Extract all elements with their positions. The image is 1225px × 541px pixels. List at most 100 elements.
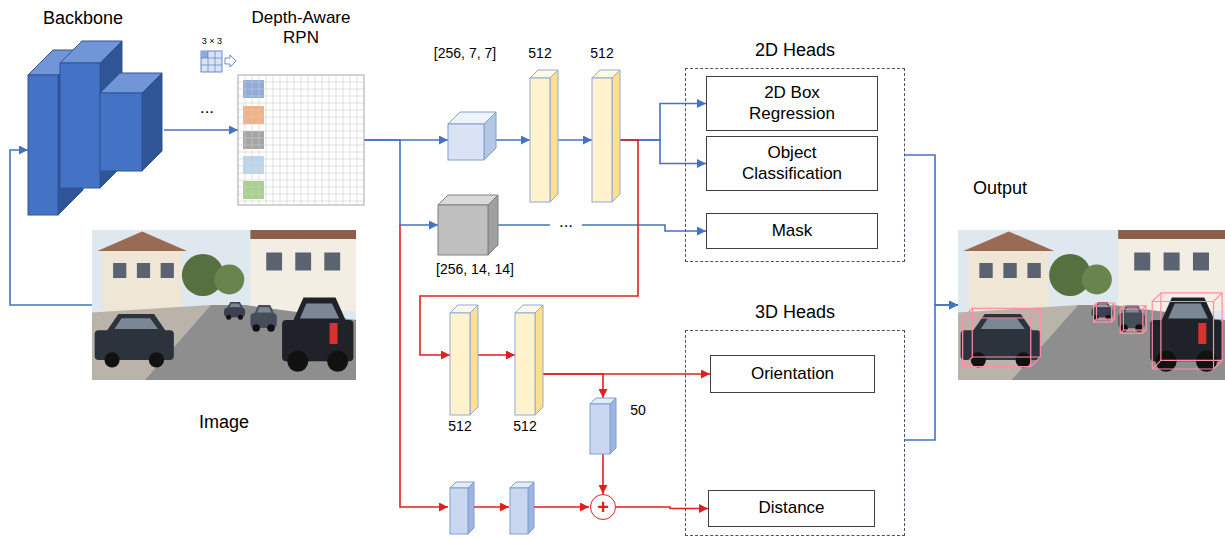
annotation-label: ...	[550, 212, 582, 232]
tail-light	[330, 323, 338, 344]
cube-front	[530, 78, 550, 202]
node-label: 2D Heads	[685, 40, 905, 62]
fc-layer: 512	[505, 298, 545, 438]
node-shape	[590, 398, 616, 454]
tree	[1082, 265, 1112, 295]
node-shape	[438, 195, 498, 255]
window	[324, 253, 340, 271]
flow-arrow	[498, 225, 706, 231]
car-window	[114, 318, 158, 329]
node-shape	[530, 70, 558, 202]
shape-art	[530, 70, 558, 202]
fc-layer: 50	[590, 398, 652, 456]
cube-side	[142, 73, 162, 171]
window	[979, 263, 992, 278]
flow-arrow	[616, 507, 708, 509]
box-text: 2D Box Regression	[727, 83, 857, 124]
shape-art	[28, 35, 164, 218]
head-box: Mask	[706, 213, 878, 249]
annotation-label: 3 × 3	[192, 36, 232, 47]
node-label: 512	[505, 418, 545, 435]
window	[113, 263, 126, 278]
car-window	[1125, 307, 1140, 312]
cube-side	[470, 305, 478, 415]
shape-art	[450, 305, 478, 415]
anchor-cell	[243, 131, 264, 149]
grid-frame	[238, 75, 364, 205]
shape-art	[515, 305, 543, 415]
anchor-cell	[243, 181, 264, 199]
anchor-cell	[243, 106, 264, 124]
roof	[250, 230, 356, 239]
window	[295, 253, 311, 271]
label-anchor: ...	[550, 212, 582, 232]
car-wheel	[149, 352, 164, 367]
cube-side	[550, 70, 558, 202]
car-wheel	[287, 351, 308, 372]
fc-layer: 512	[520, 45, 560, 205]
node-shape	[450, 305, 478, 415]
cube-side	[535, 305, 543, 415]
grid-lines	[238, 75, 364, 205]
flow-arrow	[620, 140, 706, 164]
car-window	[1168, 304, 1208, 319]
label-anchor: 3 × 3	[192, 36, 232, 47]
car-cabin	[227, 302, 243, 308]
backbone-network: Backbone	[28, 8, 188, 220]
slab-front	[510, 488, 528, 534]
fc-layer: 512	[440, 298, 480, 438]
hollow-arrow	[225, 55, 236, 67]
sky	[92, 230, 356, 380]
shape-art	[590, 398, 616, 454]
car-wheel	[267, 324, 275, 332]
flow-arrow	[620, 104, 706, 141]
head-box: Distance	[708, 490, 875, 527]
fc-layer: 512	[582, 45, 622, 205]
flow-arrow	[364, 140, 438, 225]
box-overlay	[1120, 306, 1146, 334]
car-wheel	[226, 315, 231, 320]
flow-arrow	[602, 454, 604, 494]
head-group: 3D HeadsOrientationDistance	[685, 302, 905, 538]
node-label: 512	[440, 418, 480, 435]
slab-side	[468, 482, 474, 534]
car-wheel	[105, 352, 120, 367]
cube-side	[610, 398, 616, 454]
car-wheel	[971, 352, 986, 367]
window	[1164, 253, 1180, 271]
car-cabin	[973, 314, 1033, 331]
cube-side	[488, 195, 498, 255]
connector-group	[10, 104, 958, 509]
node-shape	[28, 35, 164, 218]
cube-front	[450, 313, 470, 415]
car-wheel	[238, 315, 243, 320]
window	[1003, 263, 1016, 278]
node-shape	[515, 305, 543, 415]
car-window	[300, 304, 339, 319]
flow-arrow	[905, 305, 958, 440]
roof	[1118, 230, 1225, 239]
window	[1027, 263, 1040, 278]
node-label: 3D Heads	[685, 302, 905, 324]
node-shape	[238, 75, 364, 205]
label-anchor: ...	[192, 98, 222, 118]
head-box: Object Classification	[706, 136, 878, 191]
shape-art	[958, 230, 1225, 380]
cube-front	[28, 75, 58, 215]
box-text: Object Classification	[727, 143, 857, 184]
node-label: Backbone	[28, 8, 138, 30]
shape-art	[438, 195, 498, 255]
node-shape	[448, 112, 496, 160]
node-shape	[958, 230, 1225, 380]
kernel-icon	[201, 51, 222, 72]
box-overlay	[963, 308, 1041, 366]
cube-front	[438, 205, 488, 255]
sum-operator: +	[590, 494, 616, 520]
node-label: [256, 14, 14]	[420, 261, 530, 278]
kernel-grid	[201, 51, 222, 72]
annotation-label: ...	[192, 98, 222, 118]
head-box: Orientation	[710, 355, 875, 393]
node-label: 512	[582, 45, 622, 62]
car-window	[981, 318, 1025, 329]
